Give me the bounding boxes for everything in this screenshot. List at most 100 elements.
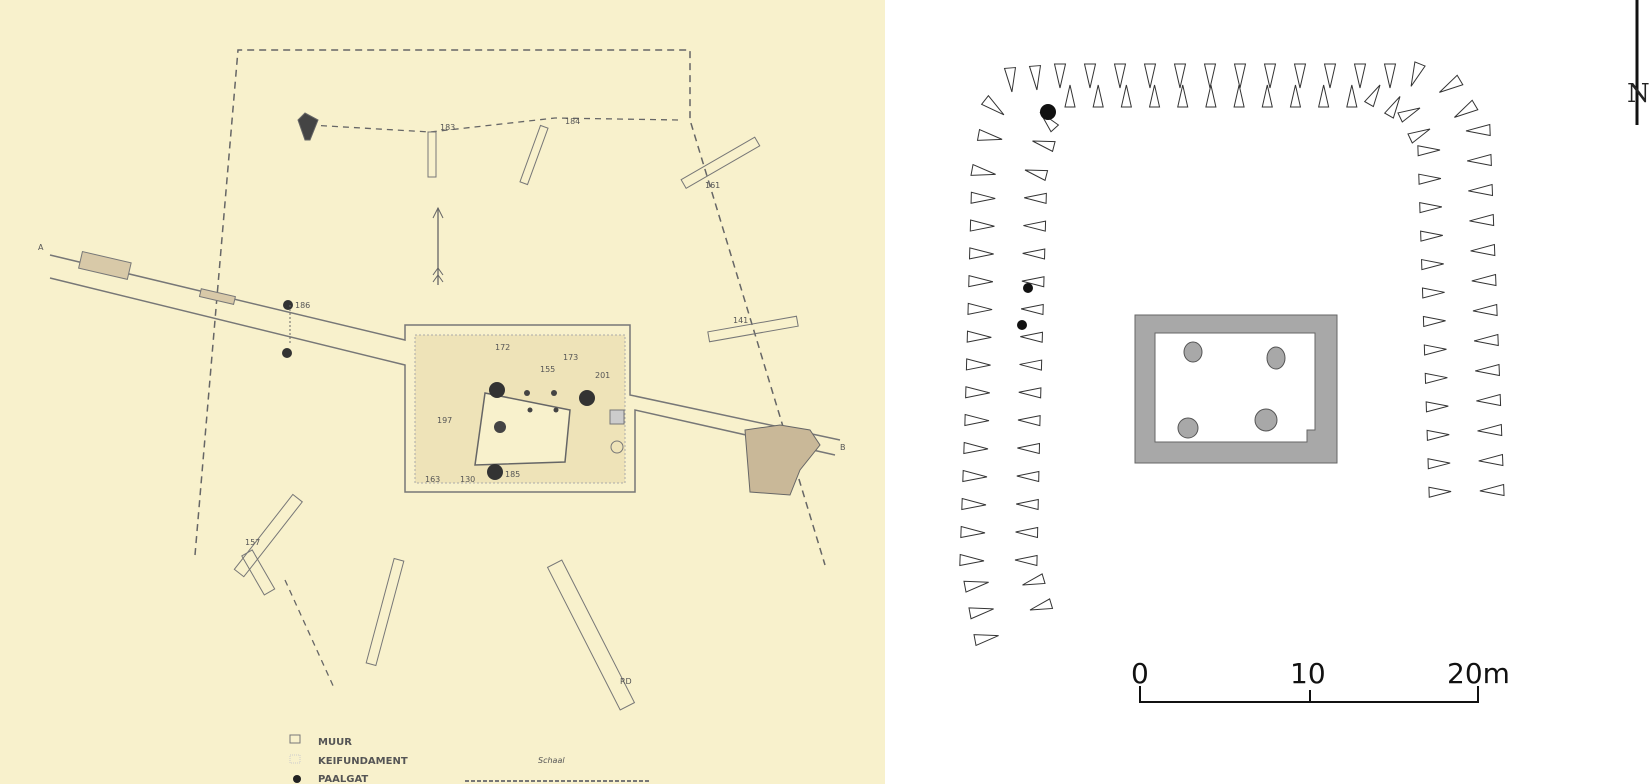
structure-east (744, 424, 821, 496)
hachure-triangle (962, 469, 988, 483)
hachure-triangle (1053, 63, 1067, 89)
hachure-triangle (1143, 63, 1157, 89)
hachure-triangle (1428, 486, 1452, 498)
hachure-triangle (1479, 483, 1505, 497)
hachure-triangle (1032, 140, 1056, 153)
hachure-triangle (1022, 573, 1046, 586)
hachure-triangle (1478, 453, 1504, 467)
hachure-triangle (1471, 273, 1497, 287)
hachure-triangle (1424, 372, 1448, 385)
hachure-triangle (980, 94, 1005, 116)
hachure-triangle (1467, 153, 1492, 167)
hachure-triangle (1177, 84, 1189, 108)
hachure-triangle (969, 219, 995, 232)
hachure-triangle (1465, 123, 1491, 137)
hachure-triangle (1425, 401, 1449, 413)
dashed-enclosure (194, 49, 826, 566)
post-pit (1177, 417, 1199, 439)
hachure-triangle (968, 247, 994, 260)
hachure-triangle (1423, 344, 1447, 356)
corner-structure (297, 112, 319, 141)
hachure-triangle (1148, 84, 1161, 108)
wall-south (365, 557, 405, 667)
wall-183 (427, 131, 437, 178)
hachure-triangle (1019, 359, 1043, 371)
posthole (283, 300, 293, 310)
wall-fragment (198, 288, 236, 305)
left-excavation-plan: A B RD 183 184 161 186 141 157 172 173 1… (0, 0, 885, 784)
hachure-triangle (1233, 63, 1247, 89)
point-a-label: A (38, 243, 44, 252)
feature-label: 197 (437, 416, 452, 425)
muur-swatch (289, 734, 301, 744)
wall-141 (707, 315, 799, 343)
hachure-triangle (1420, 230, 1443, 242)
post-pit (1266, 346, 1286, 370)
right-reconstruction-plan: N 0 10 20m (959, 0, 1650, 703)
hachure-triangle (966, 330, 992, 343)
hachure-triangle (973, 634, 999, 647)
hachure-triangle (1417, 145, 1441, 157)
wall-fragment (78, 250, 132, 280)
hachure-triangle (1353, 63, 1367, 89)
posthole (1023, 283, 1033, 293)
hachure-triangle (1318, 84, 1330, 108)
hachure-triangle (1015, 526, 1039, 539)
hachure-triangle (1023, 220, 1047, 232)
trench-north-edge (49, 254, 841, 441)
hachure-triangle (959, 553, 985, 567)
hachure-triangle (1383, 96, 1401, 119)
point-b-label: B (840, 443, 846, 452)
hachure-triangle (1293, 63, 1307, 89)
hachure-triangle (1454, 99, 1479, 118)
inner-room (474, 392, 571, 466)
hachure-triangle (1383, 63, 1397, 89)
wall-south-long (546, 559, 636, 711)
post-pit (1183, 341, 1203, 363)
hachure-triangle (970, 163, 996, 176)
wall-157 (233, 493, 303, 578)
hachure-triangle (1263, 63, 1277, 89)
hachure-triangle (1422, 315, 1446, 328)
hachure-triangle (965, 358, 991, 371)
hachure-triangle (1014, 554, 1038, 567)
hachure-triangle (1024, 192, 1047, 205)
keifundament-swatch (289, 754, 301, 764)
legend-muur: MUUR (318, 737, 352, 748)
wall-184 (519, 124, 549, 186)
hachure-triangle (1439, 74, 1464, 93)
feature-label: 130 (460, 475, 475, 484)
hachure-triangle (1397, 107, 1421, 123)
feature-label: 183 (440, 123, 455, 132)
hachure-triangle (1421, 258, 1444, 271)
legend-keifundament: KEIFUNDAMENT (318, 756, 408, 767)
hachure-triangle (1419, 202, 1442, 214)
hachure-triangle (1473, 333, 1499, 347)
feature-label: 155 (540, 365, 555, 374)
posthole (489, 382, 505, 398)
hachure-triangle (976, 128, 1003, 141)
dashed-line-north (309, 117, 681, 133)
wall-161 (680, 136, 761, 190)
wall-157-b (241, 549, 276, 596)
feature-label: 141 (733, 316, 748, 325)
hachure-triangle (1323, 63, 1337, 89)
feature-label: 201 (595, 371, 610, 380)
hachure-triangle (970, 191, 996, 204)
posthole (487, 464, 503, 480)
hachure-triangle (1018, 387, 1042, 399)
posthole (1040, 104, 1056, 120)
feature-label: 172 (495, 343, 510, 352)
hachure-triangle (1426, 429, 1450, 441)
scale-tick-20m: 20m (1447, 657, 1510, 690)
hachure-triangle (1029, 598, 1054, 611)
posthole (494, 421, 506, 433)
hachure-triangle (968, 607, 994, 620)
feature-label: 161 (705, 181, 720, 190)
hachure-triangle (965, 386, 990, 399)
hachure-triangle (1083, 63, 1097, 89)
paalgat-swatch (293, 775, 301, 783)
scale-tick-0: 0 (1131, 657, 1149, 690)
hachure-triangle (1363, 84, 1381, 108)
hachure-triangle (1017, 415, 1041, 427)
